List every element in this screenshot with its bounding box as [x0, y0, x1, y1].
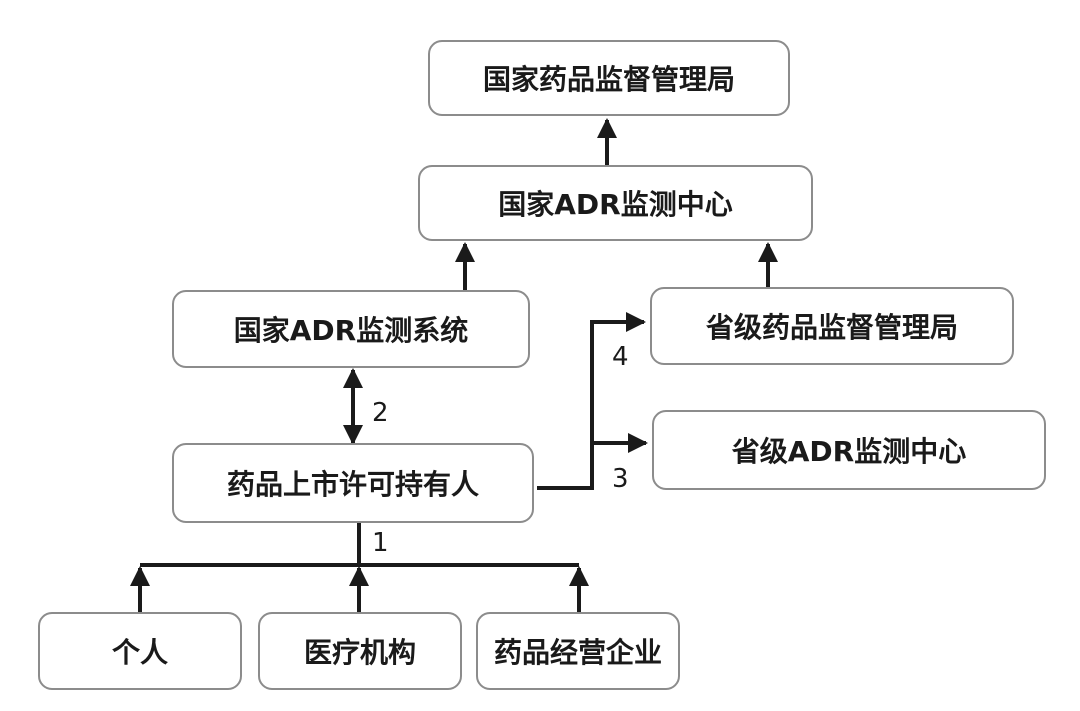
- node-medical-institution-label: 医疗机构: [303, 636, 416, 669]
- node-nmpa-label: 国家药品监督管理局: [482, 63, 735, 96]
- edge-label-2: 2: [372, 398, 389, 428]
- node-nmpa: 国家药品监督管理局: [428, 40, 790, 116]
- node-provincial-admin: 省级药品监督管理局: [650, 287, 1014, 365]
- node-individual-label: 个人: [111, 636, 168, 669]
- node-individual: 个人: [38, 612, 242, 690]
- edge-label-3: 3: [612, 464, 629, 494]
- node-national-adr-system-label: 国家ADR监测系统: [233, 314, 469, 347]
- node-national-adr-center-label: 国家ADR监测中心: [498, 188, 733, 221]
- node-pharma-business: 药品经营企业: [476, 612, 680, 690]
- node-provincial-adr-center-label: 省级ADR监测中心: [731, 435, 967, 468]
- node-mah: 药品上市许可持有人: [172, 443, 534, 523]
- node-medical-institution: 医疗机构: [258, 612, 462, 690]
- connector-mah-to-provincial: [537, 312, 646, 490]
- node-provincial-admin-label: 省级药品监督管理局: [705, 311, 958, 344]
- node-pharma-business-label: 药品经营企业: [493, 636, 662, 669]
- edge-label-4: 4: [612, 342, 629, 372]
- node-national-adr-center: 国家ADR监测中心: [418, 165, 813, 241]
- node-provincial-adr-center: 省级ADR监测中心: [652, 410, 1046, 490]
- node-mah-label: 药品上市许可持有人: [226, 468, 479, 501]
- node-national-adr-system: 国家ADR监测系统: [172, 290, 530, 368]
- edge-label-1: 1: [372, 528, 389, 558]
